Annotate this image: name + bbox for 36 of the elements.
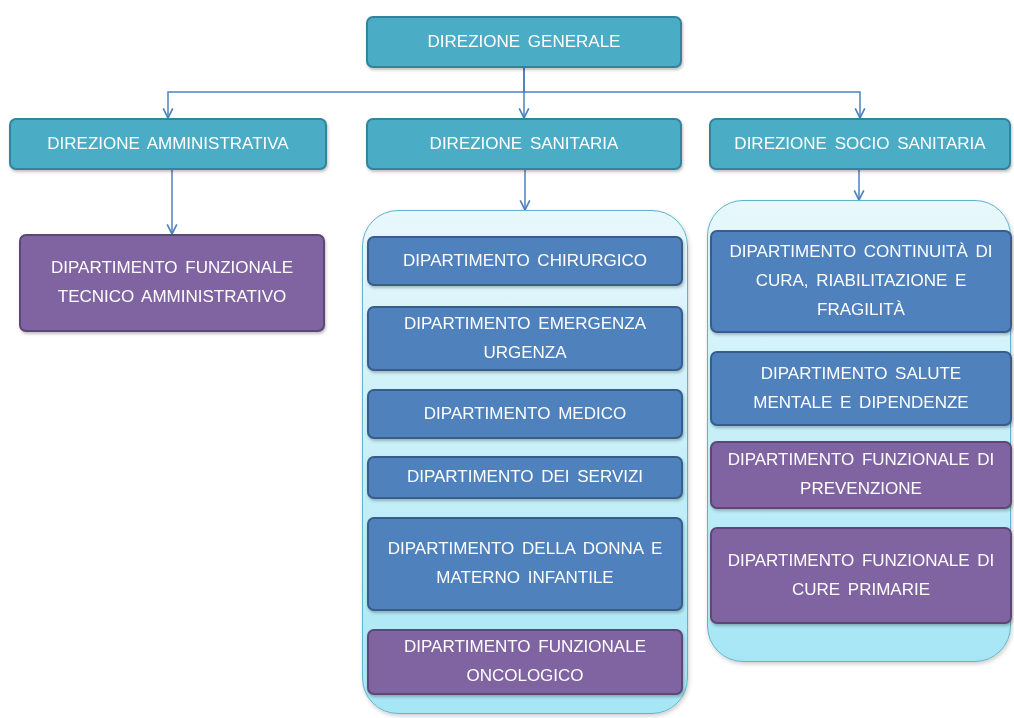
org-box xyxy=(9,118,327,170)
box-label: DIPARTIMENTO FUNZIONALE TECNICO AMMINISTRATIVO xyxy=(50,257,294,308)
group-panel xyxy=(362,210,688,714)
org-box xyxy=(367,629,683,695)
org-box xyxy=(366,118,682,170)
box-label: DIPARTIMENTO FUNZIONALE ONCOLOGICO xyxy=(403,636,647,687)
org-box xyxy=(710,527,1012,624)
org-box xyxy=(367,389,683,439)
box-label: DIREZIONE SOCIO SANITARIA xyxy=(734,132,986,155)
org-box xyxy=(710,230,1012,333)
org-box xyxy=(367,456,683,499)
org-box xyxy=(710,441,1012,509)
group-panel xyxy=(707,200,1011,662)
org-box xyxy=(710,351,1012,426)
org-box xyxy=(367,517,683,611)
org-box xyxy=(367,236,683,286)
box-label: DIPARTIMENTO EMERGENZA URGENZA xyxy=(403,312,647,364)
box-label: DIPARTIMENTO CHIRURGICO xyxy=(403,249,647,272)
box-label: DIPARTIMENTO DELLA DONNA E MATERNO INFANTILE xyxy=(386,538,664,589)
box-label: DIREZIONE GENERALE xyxy=(427,30,621,53)
box-label: DIPARTIMENTO CONTINUITÀ DI CURA, RIABILITAZIONE E FRAGILITÀ xyxy=(728,241,994,321)
box-label: DIPARTIMENTO FUNZIONALE DI CURE PRIMARIE xyxy=(726,549,996,601)
org-box xyxy=(367,306,683,371)
org-box xyxy=(366,16,682,68)
org-box xyxy=(19,234,325,332)
connector-arrow xyxy=(519,169,531,211)
box-label: DIPARTIMENTO DEI SERVIZI xyxy=(406,466,644,489)
org-box xyxy=(709,118,1011,170)
connector-arrow xyxy=(166,169,178,235)
connector-arrow xyxy=(523,67,866,119)
connector-arrow xyxy=(853,169,865,201)
box-label: DIREZIONE SANITARIA xyxy=(429,132,619,155)
box-label: DIREZIONE AMMINISTRATIVA xyxy=(47,132,289,155)
box-label: DIPARTIMENTO SALUTE MENTALE E DIPENDENZE xyxy=(752,362,970,414)
box-label: DIPARTIMENTO MEDICO xyxy=(423,402,627,425)
box-label: DIPARTIMENTO FUNZIONALE DI PREVENZIONE xyxy=(726,449,996,500)
